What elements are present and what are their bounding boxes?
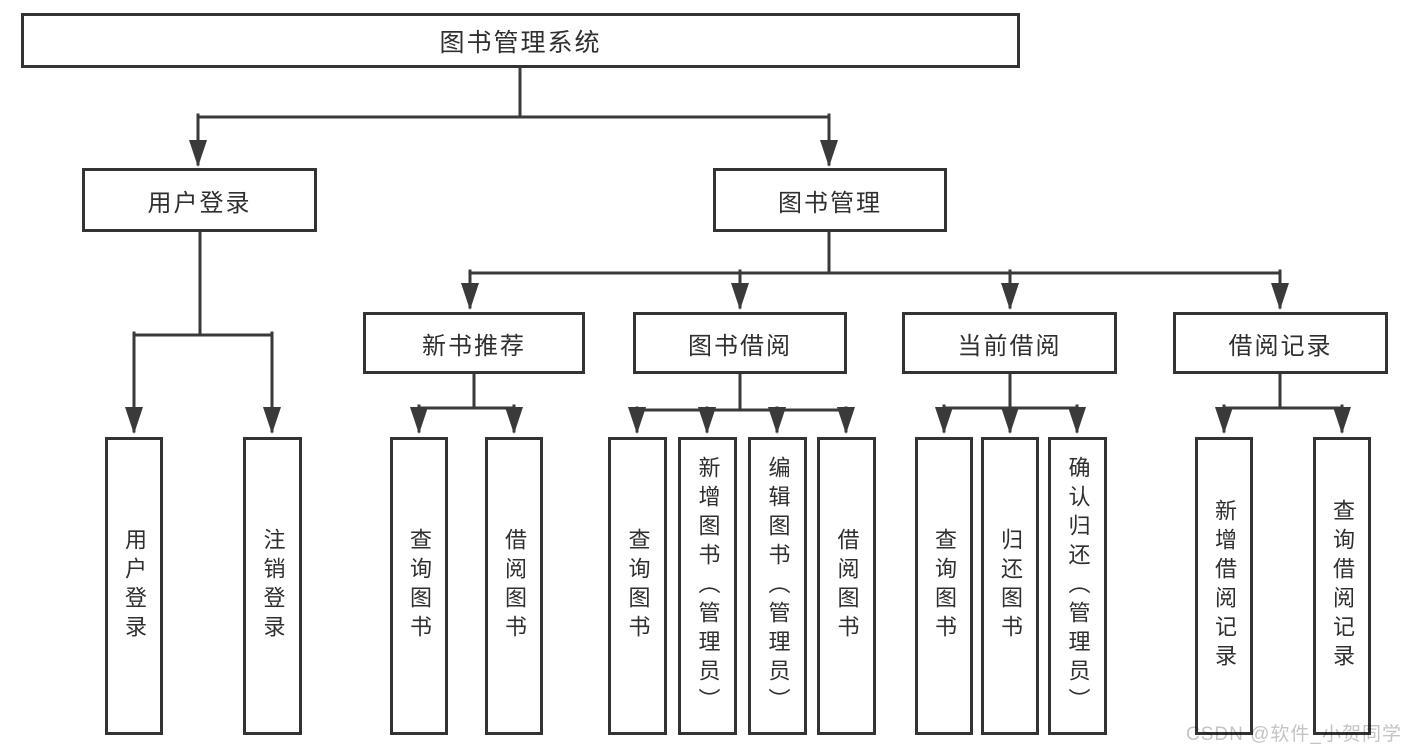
leaf-query-books-borrow: 查询图书: [608, 437, 667, 735]
leaf-return-books: 归还图书: [981, 437, 1039, 735]
book-borrow-connector: [628, 370, 855, 434]
node-new-book-recommend: 新书推荐: [363, 312, 585, 374]
root-connector: [189, 64, 838, 167]
current-borrow-connector: [935, 370, 1086, 434]
leaf-add-books-admin: 新增图书（管理员）: [678, 437, 737, 735]
leaf-query-books-recommend: 查询图书: [390, 437, 448, 735]
node-current-borrow: 当前借阅: [902, 312, 1117, 374]
leaf-query-books-current: 查询图书: [915, 437, 973, 735]
node-book-borrow: 图书借阅: [633, 312, 847, 374]
leaf-user-login: 用户登录: [105, 437, 163, 735]
node-root-library-system: 图书管理系统: [21, 13, 1020, 68]
leaf-add-borrow-record: 新增借阅记录: [1195, 437, 1253, 735]
user-login-connector: [125, 228, 281, 434]
leaf-query-borrow-record: 查询借阅记录: [1313, 437, 1371, 735]
borrow-records-connector: [1215, 370, 1351, 434]
node-book-management: 图书管理: [713, 168, 947, 232]
leaf-edit-books-admin: 编辑图书（管理员）: [748, 437, 807, 735]
leaf-confirm-return-admin: 确认归还（管理员）: [1048, 437, 1107, 735]
node-borrow-records: 借阅记录: [1173, 312, 1388, 374]
leaf-logout: 注销登录: [243, 437, 302, 735]
node-user-login: 用户登录: [82, 168, 317, 232]
leaf-borrow-books: 借阅图书: [817, 437, 876, 735]
new-book-recommend-connector: [410, 370, 523, 434]
watermark: CSDN @软件_小贺同学: [1186, 724, 1402, 745]
leaf-borrow-books-recommend: 借阅图书: [485, 437, 543, 735]
book-management-connector: [461, 228, 1289, 310]
